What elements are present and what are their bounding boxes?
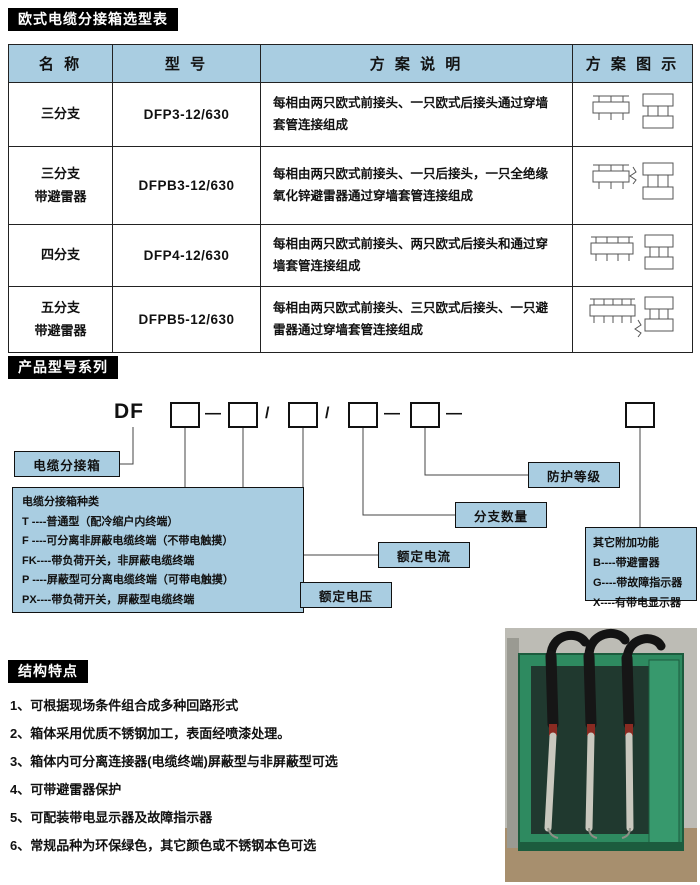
- separator: —: [205, 405, 221, 422]
- model-prefix: DF: [114, 400, 144, 423]
- separator: /: [325, 405, 330, 422]
- row-desc: 每相由两只欧式前接头、一只后接头，一只全绝缘氧化锌避雷器通过穿墙套管连接组成: [260, 146, 573, 225]
- scheme-diagram: [572, 224, 693, 287]
- separator: —: [384, 405, 400, 422]
- model-slot-voltage: [228, 402, 258, 428]
- table-row: 三分支 DFP3-12/630 每相由两只欧式前接头、一只欧式后接头通过穿墙套管…: [8, 82, 693, 147]
- table-row: 三分支 带避雷器 DFPB3-12/630 每相由两只欧式前接头、一只后接头，一…: [8, 146, 693, 225]
- label-rated-voltage: 额定电压: [300, 582, 392, 608]
- type-item: F ----可分离非屏蔽电缆终端（不带电触摸）: [22, 535, 234, 547]
- model-slot-type: [170, 402, 200, 428]
- scheme-diagram: [572, 146, 693, 225]
- label-cable-box: 电缆分接箱: [14, 451, 120, 477]
- col-header-model: 型 号: [112, 44, 261, 83]
- feature-item: 2、箱体采用优质不锈钢加工，表面经喷漆处理。: [10, 726, 291, 741]
- feature-item: 1、可根据现场条件组合成多种回路形式: [10, 698, 239, 713]
- extra-box-title: 其它附加功能: [593, 537, 659, 549]
- row-desc: 每相由两只欧式前接头、两只欧式后接头和通过穿墙套管连接组成: [260, 224, 573, 287]
- row-name: 三分支 带避雷器: [8, 146, 113, 225]
- scheme-diagram: [572, 286, 693, 353]
- row-desc: 每相由两只欧式前接头、三只欧式后接头、一只避雷器通过穿墙套管连接组成: [260, 286, 573, 353]
- model-series-title: 产品型号系列: [8, 356, 118, 379]
- row-model: DFP4-12/630: [112, 224, 261, 287]
- model-code-diagram: DF — / / — — 电缆分接箱 电缆分接箱种类 T ----普通型（配冷缩…: [0, 394, 700, 620]
- selection-table: 名 称 型 号 方 案 说 明 方 案 图 示 三分支 DFP3-12/630 …: [8, 44, 693, 353]
- table-header-row: 名 称 型 号 方 案 说 明 方 案 图 示: [8, 44, 693, 83]
- features-list: 1、可根据现场条件组合成多种回路形式 2、箱体采用优质不锈钢加工，表面经喷漆处理…: [10, 692, 490, 860]
- type-item: P ----屏蔽型可分离电缆终端（可带电触摸）: [22, 574, 234, 586]
- selection-table-title: 欧式电缆分接箱选型表: [8, 8, 178, 31]
- extra-item: X----有带电显示器: [593, 597, 681, 609]
- table-row: 四分支 DFP4-12/630 每相由两只欧式前接头、两只欧式后接头和通过穿墙套…: [8, 224, 693, 287]
- type-item: T ----普通型（配冷缩户内终端）: [22, 515, 179, 528]
- row-model: DFP3-12/630: [112, 82, 261, 147]
- row-model: DFPB5-12/630: [112, 286, 261, 353]
- feature-item: 3、箱体内可分离连接器(电缆终端)屏蔽型与非屏蔽型可选: [10, 754, 338, 769]
- label-extra-functions: 其它附加功能 B----带避雷器 G----带故障指示器 X----有带电显示器: [585, 527, 697, 609]
- row-name: 三分支: [8, 82, 113, 147]
- extra-item: B----带避雷器: [593, 557, 660, 569]
- row-model: DFPB3-12/630: [112, 146, 261, 225]
- row-desc: 每相由两只欧式前接头、一只欧式后接头通过穿墙套管连接组成: [260, 82, 573, 147]
- model-slot-current: [288, 402, 318, 428]
- label-rated-current: 额定电流: [378, 542, 470, 568]
- separator: —: [446, 405, 462, 422]
- label-type-box: 电缆分接箱种类 T ----普通型（配冷缩户内终端） F ----可分离非屏蔽电…: [12, 487, 304, 613]
- type-item: FK----带负荷开关，非屏蔽电缆终端: [22, 554, 195, 567]
- label-protection-grade: 防护等级: [528, 462, 620, 488]
- col-header-fig: 方 案 图 示: [572, 44, 693, 83]
- feature-item: 6、常规品种为环保绿色，其它颜色或不锈钢本色可选: [10, 838, 317, 853]
- col-header-name: 名 称: [8, 44, 113, 83]
- model-slot-protection: [410, 402, 440, 428]
- model-slot-extra: [625, 402, 655, 428]
- type-box-title: 电缆分接箱种类: [22, 496, 99, 508]
- features-title: 结构特点: [8, 660, 88, 683]
- label-branch-count: 分支数量: [455, 502, 547, 528]
- col-header-desc: 方 案 说 明: [260, 44, 573, 83]
- row-name: 五分支 带避雷器: [8, 286, 113, 353]
- row-name: 四分支: [8, 224, 113, 287]
- feature-item: 5、可配装带电显示器及故障指示器: [10, 810, 213, 825]
- table-row: 五分支 带避雷器 DFPB5-12/630 每相由两只欧式前接头、三只欧式后接头…: [8, 286, 693, 353]
- extra-item: G----带故障指示器: [593, 577, 683, 589]
- type-item: PX----带负荷开关，屏蔽型电缆终端: [22, 593, 195, 606]
- feature-item: 4、可带避雷器保护: [10, 782, 122, 797]
- scheme-diagram: [572, 82, 693, 147]
- model-slot-branches: [348, 402, 378, 428]
- product-photo: [505, 628, 697, 882]
- separator: /: [265, 405, 270, 422]
